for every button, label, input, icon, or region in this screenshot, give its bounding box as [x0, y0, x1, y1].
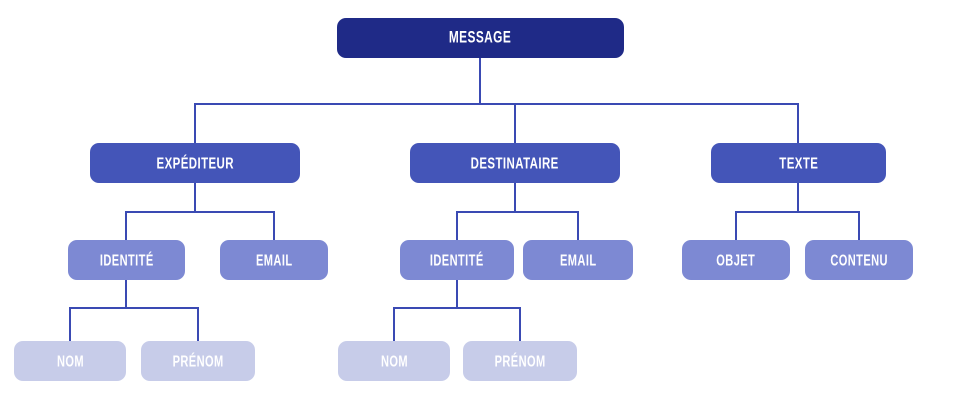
node-label: IDENTITÉ	[430, 251, 484, 269]
node-contenu: CONTENU	[805, 240, 913, 280]
node-message: MESSAGE	[337, 18, 624, 58]
connector-line	[197, 307, 199, 341]
connector-line	[797, 183, 799, 213]
node-label: DESTINATAIRE	[470, 153, 560, 173]
connector-line	[393, 307, 521, 309]
connector-line	[479, 58, 481, 104]
connector-line	[456, 211, 458, 240]
node-label: EXPÉDITEUR	[156, 153, 234, 173]
node-nom-expediteur: NOM	[14, 341, 126, 381]
node-label: NOM	[56, 352, 84, 370]
node-label: IDENTITÉ	[99, 251, 154, 269]
node-label: EMAIL	[559, 251, 597, 269]
connector-line	[514, 183, 516, 213]
connector-line	[194, 103, 196, 143]
node-prenom-destinataire: PRÉNOM	[463, 341, 577, 381]
node-identite-expediteur: IDENTITÉ	[68, 240, 185, 280]
node-objet: OBJET	[682, 240, 790, 280]
node-identite-destinataire: IDENTITÉ	[400, 240, 514, 280]
node-label: TEXTE	[778, 153, 819, 173]
node-email-expediteur: EMAIL	[220, 240, 328, 280]
connector-line	[273, 211, 275, 240]
node-label: PRÉNOM	[172, 352, 224, 370]
node-label: NOM	[380, 352, 408, 370]
connector-line	[735, 211, 737, 240]
node-label: EMAIL	[255, 251, 293, 269]
connector-line	[125, 280, 127, 309]
connector-line	[69, 307, 71, 341]
connector-line	[858, 211, 860, 240]
connector-line	[456, 211, 579, 213]
connector-line	[519, 307, 521, 341]
connector-line	[577, 211, 579, 240]
node-label: MESSAGE	[449, 28, 512, 48]
node-label: CONTENU	[830, 251, 888, 269]
node-nom-destinataire: NOM	[338, 341, 450, 381]
node-email-destinataire: EMAIL	[523, 240, 633, 280]
node-expediteur: EXPÉDITEUR	[90, 143, 300, 183]
node-label: OBJET	[716, 251, 756, 269]
node-texte: TEXTE	[711, 143, 886, 183]
node-prenom-expediteur: PRÉNOM	[141, 341, 255, 381]
connector-line	[194, 183, 196, 213]
connector-line	[125, 211, 275, 213]
connector-line	[393, 307, 395, 341]
connector-line	[735, 211, 860, 213]
connector-line	[194, 103, 799, 105]
connector-line	[514, 103, 516, 143]
connector-line	[69, 307, 199, 309]
node-destinataire: DESTINATAIRE	[410, 143, 620, 183]
connector-line	[125, 211, 127, 240]
connector-line	[797, 103, 799, 143]
connector-line	[456, 280, 458, 309]
node-label: PRÉNOM	[494, 352, 546, 370]
